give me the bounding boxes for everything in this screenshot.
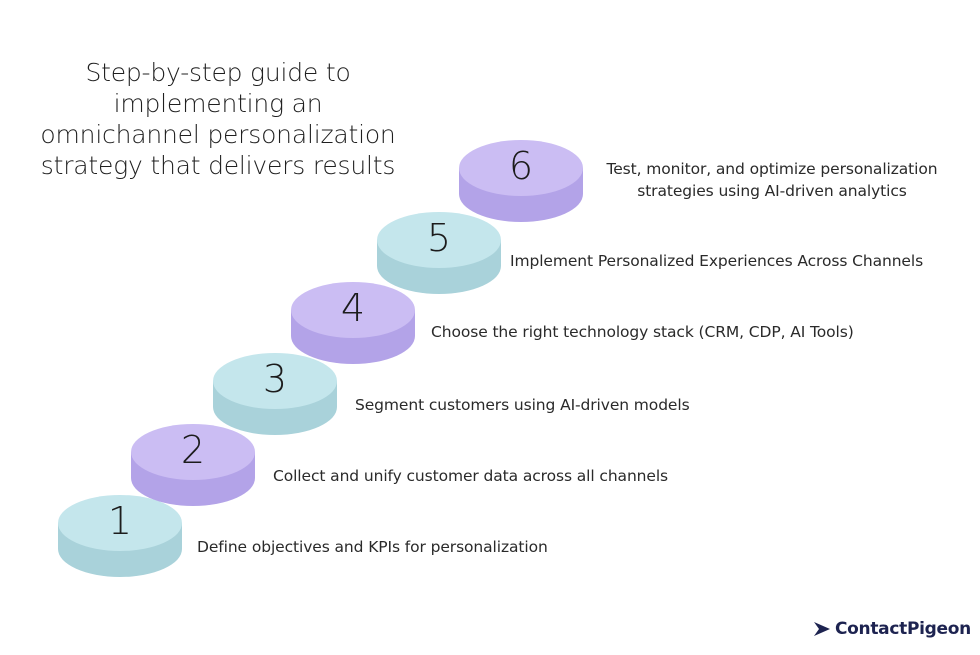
step-number: 2 — [180, 428, 206, 472]
disc-shape — [459, 140, 583, 222]
step-1-text: Define objectives and KPIs for personali… — [197, 538, 548, 556]
disc-shape — [213, 353, 337, 435]
contactpigeon-logo: ContactPigeon — [813, 616, 971, 642]
step-number: 1 — [107, 499, 133, 543]
step-2-disc: 2 — [130, 422, 256, 512]
step-6-disc: 6 — [458, 138, 584, 228]
step-1-disc: 1 — [57, 493, 183, 583]
page-title: Step-by-step guide to implementing an om… — [40, 58, 396, 180]
disc-shape — [291, 282, 415, 364]
step-4-disc: 4 — [290, 280, 416, 370]
logo-text: ContactPigeon — [835, 619, 971, 639]
step-4-text: Choose the right technology stack (CRM, … — [431, 323, 854, 341]
disc-shape — [58, 495, 182, 577]
pigeon-arrow-icon — [814, 622, 830, 636]
step-2-text: Collect and unify customer data across a… — [273, 467, 669, 485]
step-number: 4 — [340, 286, 366, 330]
disc-shape — [377, 212, 501, 294]
step-5-disc: 5 — [376, 210, 502, 300]
step-number: 6 — [508, 144, 534, 188]
step-number: 3 — [262, 357, 288, 401]
step-3-disc: 3 — [212, 351, 338, 441]
step-3-text: Segment customers using AI-driven models — [355, 396, 690, 414]
step-5-text: Implement Personalized Experiences Acros… — [510, 252, 924, 270]
disc-shape — [131, 424, 255, 506]
step-number: 5 — [426, 216, 452, 260]
step-6-text: Test, monitor, and optimize personalizat… — [606, 160, 938, 200]
